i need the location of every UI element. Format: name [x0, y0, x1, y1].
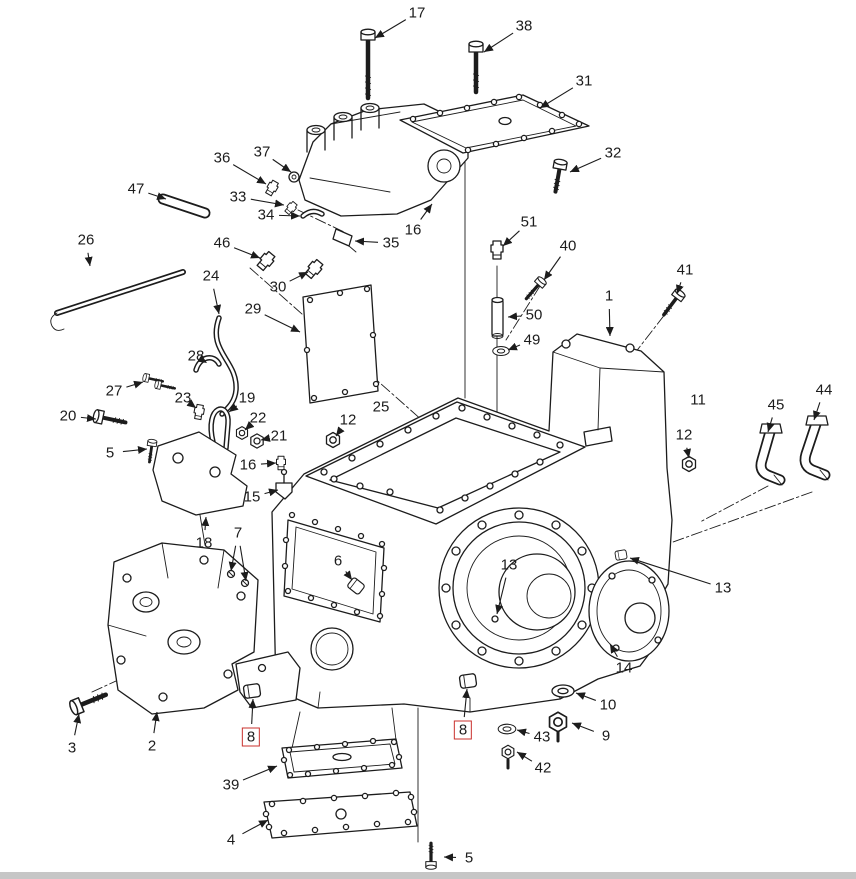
part-callout-7[interactable]: 7 [233, 524, 243, 542]
part-callout-22[interactable]: 22 [249, 409, 267, 427]
part-callout-14[interactable]: 14 [615, 659, 633, 677]
part-callout-20[interactable]: 20 [59, 407, 77, 425]
part-callout-10[interactable]: 10 [599, 696, 617, 714]
part-callout-5[interactable]: 5 [464, 849, 474, 867]
part-callout-8[interactable]: 8 [453, 720, 473, 740]
part-callout-2[interactable]: 2 [147, 737, 157, 755]
part-callout-43[interactable]: 43 [533, 728, 551, 746]
part-callout-42[interactable]: 42 [534, 759, 552, 777]
part-callout-39[interactable]: 39 [222, 776, 240, 794]
part-callout-11[interactable]: 11 [690, 391, 706, 409]
part-callout-5[interactable]: 5 [105, 444, 115, 462]
part-callout-13[interactable]: 13 [714, 579, 732, 597]
part-callout-12[interactable]: 12 [675, 426, 693, 444]
part-callout-8[interactable]: 8 [241, 727, 261, 747]
part-callout-17[interactable]: 17 [408, 4, 426, 22]
part-callout-12[interactable]: 12 [339, 411, 357, 429]
part-callout-51[interactable]: 51 [520, 213, 538, 231]
part-callout-23[interactable]: 23 [174, 389, 192, 407]
part-callout-28[interactable]: 28 [187, 347, 205, 365]
part-callout-44[interactable]: 44 [815, 381, 833, 399]
part-callout-4[interactable]: 4 [226, 831, 236, 849]
bottom-bar [0, 872, 856, 879]
part-callout-21[interactable]: 21 [270, 427, 288, 445]
part-callout-31[interactable]: 31 [575, 72, 593, 90]
part-callout-6[interactable]: 6 [333, 552, 343, 570]
part-callout-34[interactable]: 34 [257, 206, 275, 224]
part-callout-15[interactable]: 15 [243, 488, 261, 506]
part-callout-16[interactable]: 16 [404, 221, 422, 239]
part-callout-46[interactable]: 46 [213, 234, 231, 252]
part-callout-49[interactable]: 49 [523, 331, 541, 349]
part-callout-1[interactable]: 1 [604, 287, 614, 305]
part-callout-3[interactable]: 3 [67, 739, 77, 757]
part-callout-47[interactable]: 47 [127, 180, 145, 198]
part-callout-26[interactable]: 26 [77, 231, 95, 249]
part-callout-27[interactable]: 27 [105, 382, 123, 400]
part-callout-41[interactable]: 41 [676, 261, 694, 279]
part-callout-35[interactable]: 35 [382, 234, 400, 252]
part-callout-29[interactable]: 29 [244, 300, 262, 318]
part-callout-32[interactable]: 32 [604, 144, 622, 162]
part-callout-40[interactable]: 40 [559, 237, 577, 255]
part-callout-50[interactable]: 50 [525, 306, 543, 324]
part-callout-36[interactable]: 36 [213, 149, 231, 167]
part-callout-9[interactable]: 9 [601, 727, 611, 745]
part-callout-16[interactable]: 16 [239, 456, 257, 474]
part-callout-24[interactable]: 24 [202, 267, 220, 285]
part-callout-19[interactable]: 19 [238, 389, 256, 407]
part-callout-38[interactable]: 38 [515, 17, 533, 35]
part-callout-37[interactable]: 37 [253, 143, 271, 161]
part-callout-18[interactable]: 18 [195, 534, 213, 552]
part-callout-45[interactable]: 45 [767, 396, 785, 414]
part-callout-25[interactable]: 25 [372, 398, 390, 416]
part-callout-30[interactable]: 30 [269, 278, 287, 296]
part-callout-33[interactable]: 33 [229, 188, 247, 206]
part-callout-13[interactable]: 13 [500, 556, 518, 574]
